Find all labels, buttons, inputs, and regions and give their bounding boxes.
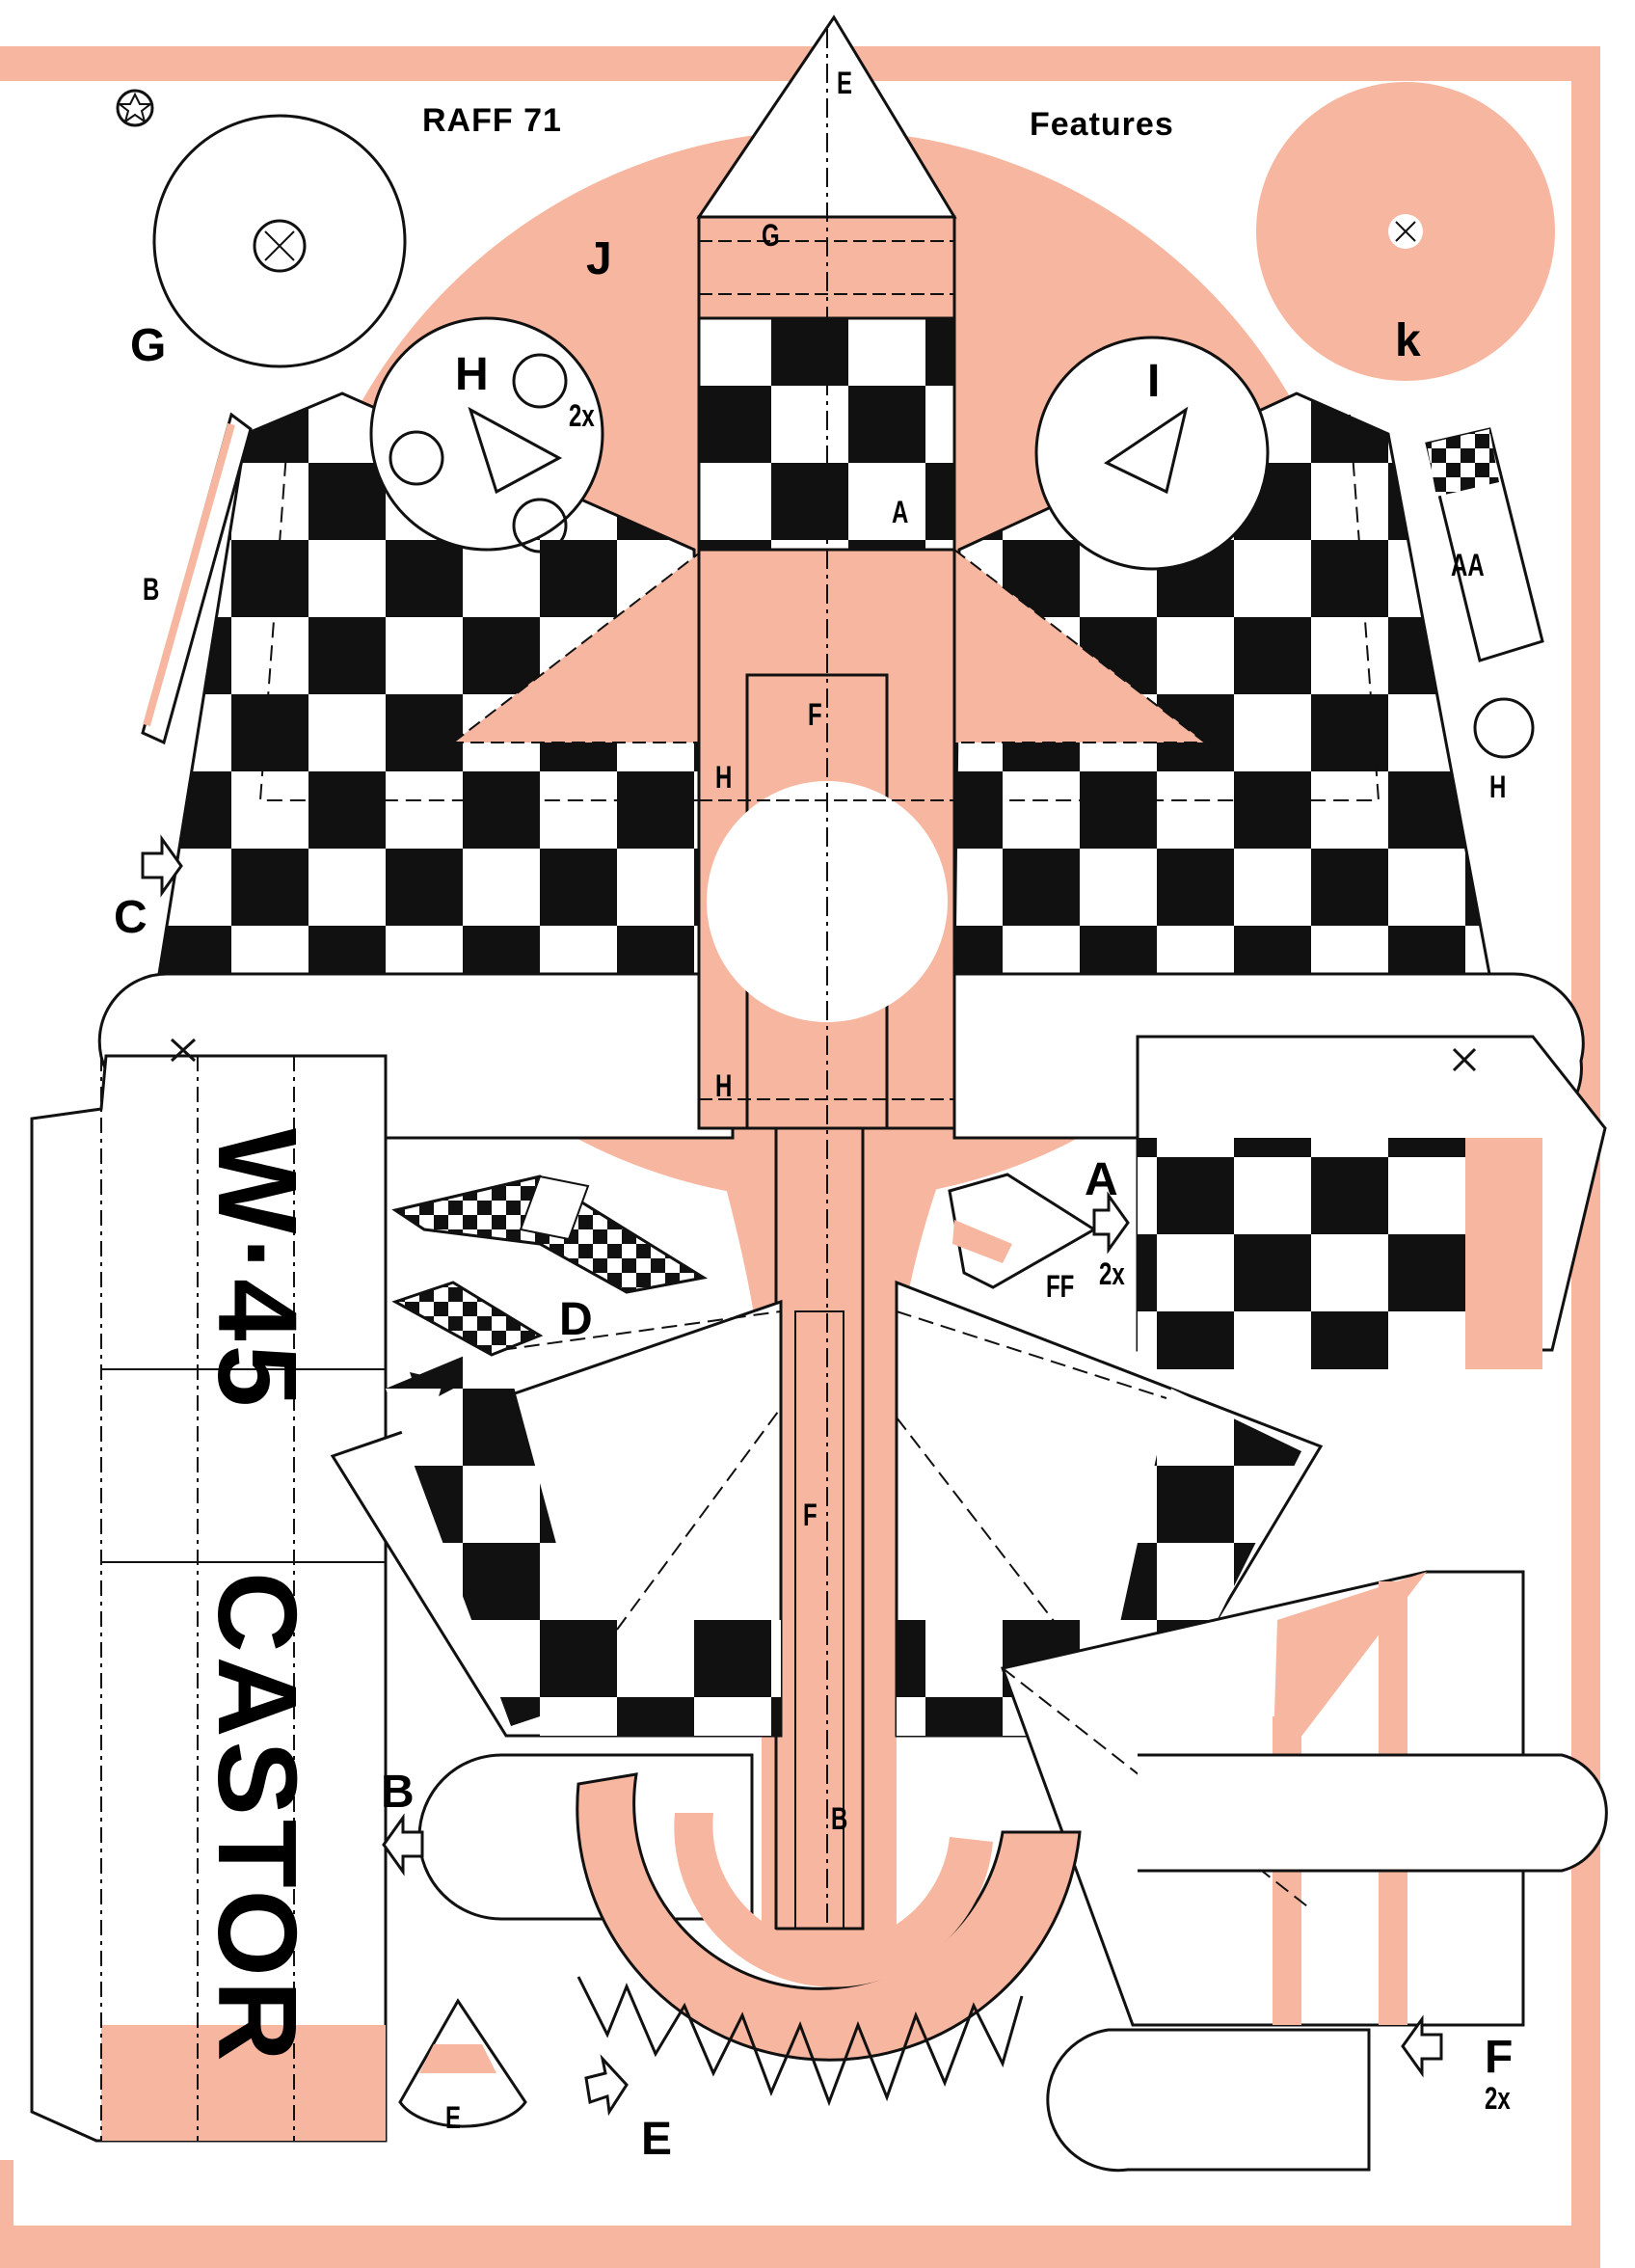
arrow-left-icon: [382, 1813, 424, 1876]
label-G-fuse: G: [762, 218, 780, 253]
disk-G: [152, 114, 407, 368]
label-E-cone: E: [445, 2100, 462, 2135]
label-F: F: [1485, 2032, 1514, 2083]
cowl-ring-E: [576, 1772, 1082, 2107]
label-2x: 2x: [569, 398, 595, 433]
label-H: H: [455, 349, 489, 400]
lower-wing-left: [330, 1299, 783, 1738]
label-AA: AA: [1451, 548, 1485, 582]
label-I: I: [1147, 356, 1161, 407]
label-A-fuse: A: [892, 495, 909, 529]
wing-sketch-D: [391, 1281, 544, 1357]
label-F-fuse: F: [808, 697, 822, 732]
wing-sketch-C: [391, 1174, 709, 1294]
label-B-spine: B: [831, 1801, 848, 1836]
label-E-nose: E: [837, 66, 853, 100]
hub-H: [1473, 697, 1535, 759]
label-k: k: [1395, 315, 1421, 366]
header-title: RAFF 71: [422, 102, 562, 139]
label-2x: 2x: [1485, 2081, 1511, 2116]
label-H-hub: H: [1489, 770, 1507, 804]
label-G: G: [130, 320, 167, 371]
arrow-right-icon: [1092, 1191, 1130, 1255]
label-A: A: [1085, 1154, 1118, 1205]
logo-seal-icon: [116, 89, 154, 127]
fuselage-strip: [30, 1054, 388, 2143]
cylinder-AA: [1425, 427, 1544, 662]
label-FF: FF: [1046, 1269, 1075, 1304]
cross-mark-icon: [1452, 1047, 1477, 1072]
arrow-up-icon: [1401, 2014, 1443, 2078]
label-H-fuse-lower: H: [715, 1068, 733, 1103]
fin-FF: [948, 1173, 1097, 1289]
arrow-pointer-icon: [410, 1369, 463, 1396]
label-B-strut: B: [143, 572, 160, 607]
label-B: B: [381, 1767, 415, 1818]
header-section: Features: [1030, 106, 1174, 143]
cross-mark-icon: [170, 1038, 197, 1063]
label-F-spine: F: [803, 1498, 818, 1532]
fuselage-model: W·45: [195, 1128, 320, 1412]
label-D: D: [559, 1294, 593, 1345]
fuselage-name: CASTOR: [195, 1572, 320, 2066]
arrow-right-icon: [141, 834, 183, 898]
label-C: C: [114, 892, 147, 943]
arrow-right-icon: [584, 2054, 629, 2117]
label-J: J: [586, 233, 612, 284]
label-2x: 2x: [1099, 1256, 1125, 1291]
tail-fin-right: [1001, 1570, 1608, 2173]
fuselage-center: [696, 14, 957, 1930]
tail-panel-right: [1136, 1035, 1607, 1369]
label-E: E: [641, 2114, 673, 2165]
label-H-fuse: H: [715, 760, 733, 795]
